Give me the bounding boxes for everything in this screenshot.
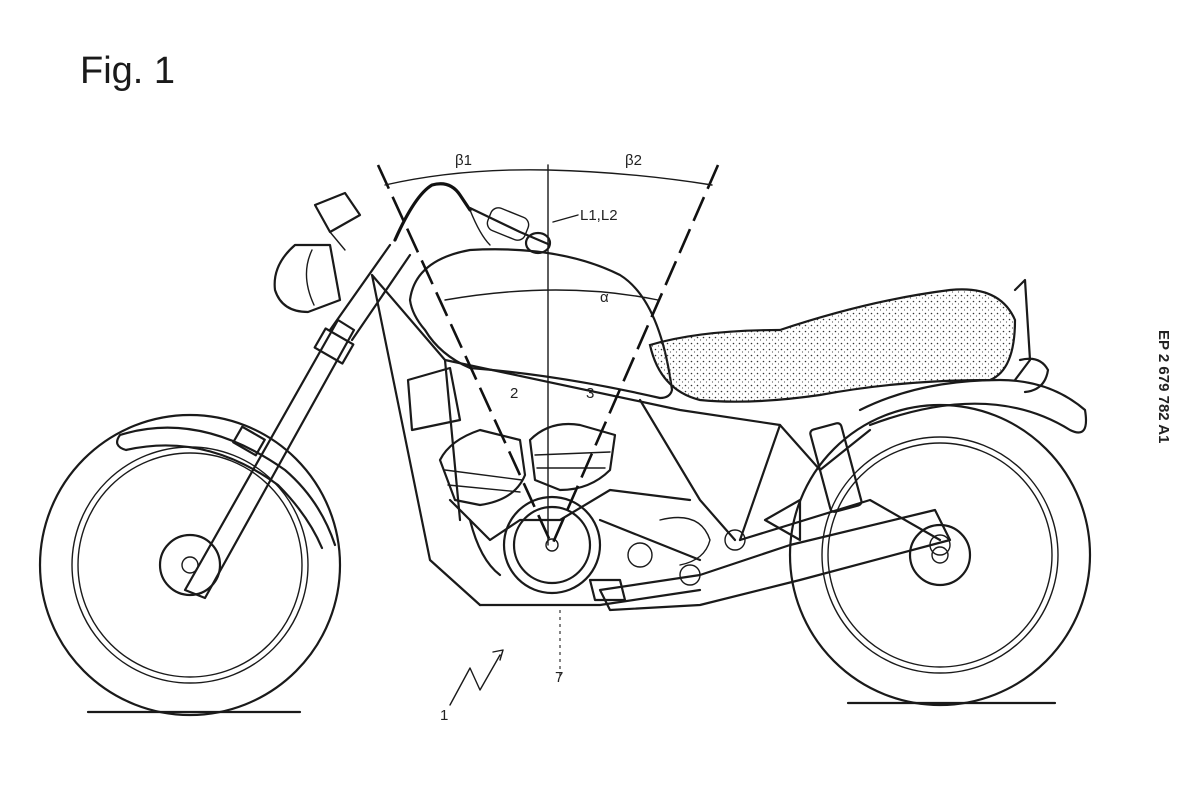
- label-beta1: β1: [455, 152, 472, 169]
- label-alpha: α: [600, 289, 609, 306]
- label-cylinder-rear: 3: [586, 385, 594, 402]
- front-fork: [183, 243, 412, 600]
- label-beta2: β2: [625, 152, 642, 169]
- rear-wheel: [788, 403, 1092, 707]
- label-cylinder-front: 2: [510, 385, 518, 402]
- side-cover: [406, 366, 462, 432]
- fuel-tank: [408, 248, 674, 400]
- reference-arrow: [449, 649, 504, 706]
- exhaust-pipe: [598, 508, 952, 612]
- handlebar: [393, 182, 552, 255]
- label-vehicle-ref: 1: [440, 707, 448, 724]
- frame: [370, 273, 872, 607]
- ground-lines: [86, 701, 1057, 714]
- label-axis-ref: 7: [555, 669, 563, 686]
- instrument-box: [313, 191, 362, 251]
- rear-suspension: [724, 422, 951, 556]
- label-l1-l2: L1,L2: [580, 207, 618, 224]
- front-fender: [116, 426, 337, 550]
- rear-fender: [858, 378, 1088, 434]
- angle-construction: [376, 164, 720, 680]
- headlight: [273, 243, 342, 314]
- front-wheel: [38, 413, 342, 717]
- tail-section: [1013, 278, 1050, 394]
- seat: [648, 288, 1017, 403]
- figure-title: Fig. 1: [80, 50, 176, 92]
